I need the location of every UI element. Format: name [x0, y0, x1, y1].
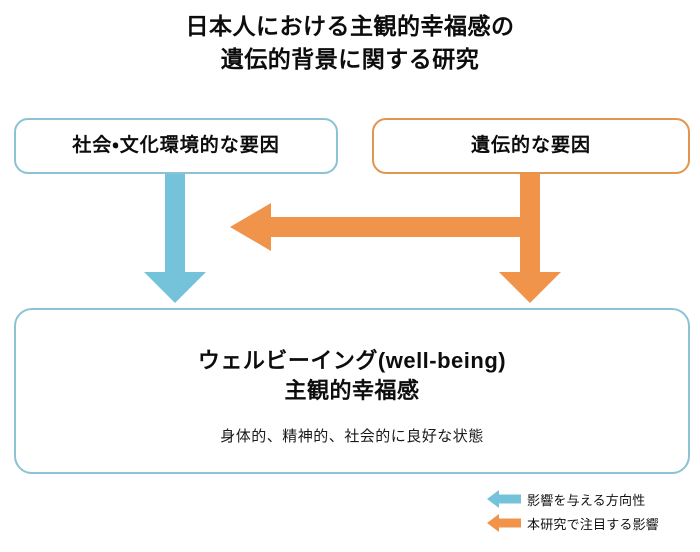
- legend-item-studied-influence: 本研究で注目する影響: [487, 511, 692, 535]
- page-title: 日本人における主観的幸福感の 遺伝的背景に関する研究: [0, 10, 700, 75]
- left-arrow-icon: [487, 490, 521, 508]
- node-social-factors[interactable]: 社会・文化環境的な要因: [14, 118, 338, 174]
- node-social-factors-label: 社会・文化環境的な要因: [72, 134, 280, 156]
- node-wellbeing[interactable]: ウェルビーイング(well-being) 主観的幸福感 身体的、精神的、社会的に…: [14, 308, 690, 474]
- page-title-line-1: 日本人における主観的幸福感の: [185, 13, 515, 39]
- node-wellbeing-label-line-1: ウェルビーイング(well-being): [197, 348, 507, 373]
- node-wellbeing-sublabel: 身体的、精神的、社会的に良好な状態: [220, 428, 484, 446]
- node-genetic-factors[interactable]: 遺伝的な要因: [372, 118, 690, 174]
- legend-item-label: 影響を与える方向性: [527, 492, 646, 508]
- arrow-social-to-wellbeing: [144, 172, 206, 303]
- legend-item-influence-direction: 影響を与える方向性: [487, 487, 692, 511]
- page-title-line-2: 遺伝的背景に関する研究: [220, 45, 480, 72]
- left-arrow-icon: [487, 514, 521, 532]
- arrow-genetic-to-wellbeing: [499, 172, 561, 303]
- node-genetic-factors-label: 遺伝的な要因: [470, 134, 591, 156]
- legend: 影響を与える方向性 本研究で注目する影響: [487, 487, 692, 535]
- node-wellbeing-label: ウェルビーイング(well-being) 主観的幸福感: [198, 346, 506, 405]
- node-wellbeing-label-line-2: 主観的幸福感: [284, 377, 420, 403]
- legend-item-label: 本研究で注目する影響: [527, 516, 660, 532]
- arrow-genetic-to-social: [230, 172, 540, 251]
